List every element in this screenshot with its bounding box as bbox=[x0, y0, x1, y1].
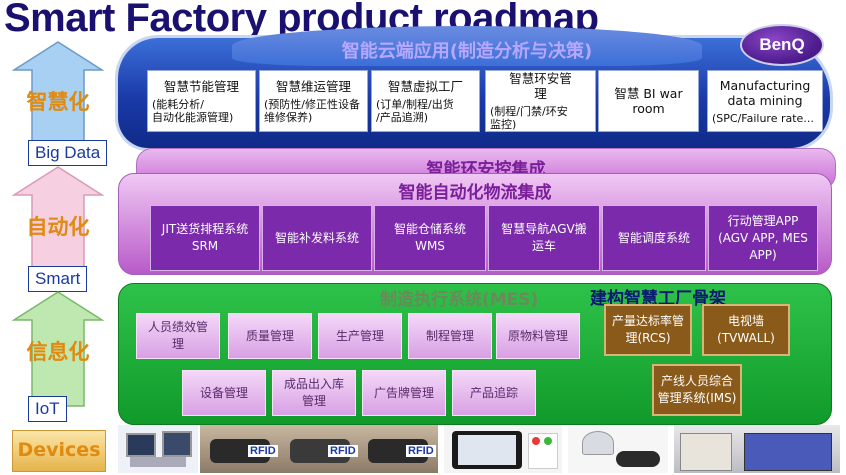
automation-system-box: 行动管理APP (AGV APP, MES APP) bbox=[708, 205, 818, 271]
iot-tag: IoT bbox=[28, 396, 67, 422]
cloud-app-box: Manufacturing data mining (SPC/Failure ra… bbox=[707, 70, 823, 132]
automation-system-box: 智能补发料系统 bbox=[262, 205, 372, 271]
smart-layer-arrow: 智慧化 bbox=[11, 40, 105, 162]
mes-module-box: 成品出入库 管理 bbox=[272, 370, 356, 416]
auto-band-title: 智能自动化物流集成 bbox=[398, 183, 552, 203]
rfid-label: RFID bbox=[406, 445, 436, 457]
cloud-app-title: 智慧虚拟工厂 bbox=[387, 78, 463, 94]
smart-tag: Smart bbox=[28, 266, 88, 292]
cloud-app-detail: (预防性/修正性设备 维修保养) bbox=[264, 97, 360, 124]
mes-module-box: 质量管理 bbox=[228, 313, 312, 359]
bigdata-tag: Big Data bbox=[28, 140, 108, 166]
cloud-app-title: 智慧节能管理 bbox=[163, 78, 239, 94]
cloud-app-box: 智慧 BI war room bbox=[598, 70, 699, 132]
mes-module-box: 广告牌管理 bbox=[362, 370, 446, 416]
automation-system-box: 智能仓储系统 WMS bbox=[374, 205, 486, 271]
auto-layer-arrow: 自动化 bbox=[11, 165, 105, 281]
rfid-label: RFID bbox=[328, 445, 358, 457]
devices-layer-box: Devices bbox=[12, 430, 106, 472]
cloud-app-detail: (制程/门禁/环安 监控) bbox=[490, 105, 568, 131]
cloud-layer-title: 智能云端应用(制造分析与决策) bbox=[341, 41, 593, 62]
mes-module-box: 原物料管理 bbox=[496, 313, 580, 359]
mes-module-box: 人员绩效管 理 bbox=[136, 313, 220, 359]
mes-module-box: 生产管理 bbox=[318, 313, 402, 359]
cloud-app-title: Manufacturing data mining bbox=[719, 77, 811, 108]
smt-machine-image bbox=[674, 425, 840, 473]
cloud-top-bump bbox=[232, 26, 702, 66]
automation-system-box: JIT送货排程系统 SRM bbox=[150, 205, 260, 271]
cloud-app-box: 智慧节能管理 (能耗分析/ 自动化能源管理) bbox=[147, 70, 256, 132]
cloud-app-box: 智慧维运管理 (预防性/修正性设备 维修保养) bbox=[259, 70, 368, 132]
mes-module-box: 产品追踪 bbox=[452, 370, 536, 416]
mes-dashboard-box: 电视墙 (TVWALL) bbox=[702, 304, 790, 356]
cloud-app-title: 智慧 BI war room bbox=[614, 86, 683, 116]
cloud-app-box: 智慧虚拟工厂 (订单/制程/出货 /产品追溯) bbox=[371, 70, 480, 132]
cloud-app-detail: (SPC/Failure rate... bbox=[712, 111, 814, 125]
cloud-app-box: 智慧环安管 理 (制程/门禁/环安 监控) bbox=[485, 70, 596, 132]
automation-system-box: 智慧导航AGV搬 运车 bbox=[488, 205, 600, 271]
automation-system-box: 智能调度系统 bbox=[602, 205, 706, 271]
computer-terminals-image bbox=[118, 425, 198, 473]
benq-logo: BenQ bbox=[740, 24, 824, 66]
cloud-app-title: 智慧环安管 理 bbox=[509, 71, 572, 101]
cloud-app-title: 智慧维运管理 bbox=[275, 78, 351, 94]
mes-dashboard-box: 产线人员综合 管理系统(IMS) bbox=[652, 364, 742, 416]
mes-dashboard-box: 产量达标率管 理(RCS) bbox=[604, 304, 692, 356]
devices-photo-strip: RFID RFID RFID bbox=[118, 425, 840, 475]
security-cameras-image bbox=[568, 425, 668, 473]
info-layer-arrow: 信息化 bbox=[11, 290, 105, 412]
tablet-dashboard-image bbox=[444, 425, 562, 473]
devices-layer-label: Devices bbox=[17, 439, 101, 461]
smart-layer-label: 智慧化 bbox=[26, 90, 90, 114]
info-layer-label: 信息化 bbox=[26, 340, 90, 364]
mes-band-title: 制造执行系统(MES) bbox=[380, 290, 539, 310]
mes-module-box: 设备管理 bbox=[182, 370, 266, 416]
auto-layer-label: 自动化 bbox=[26, 215, 90, 239]
cloud-app-detail: (能耗分析/ 自动化能源管理) bbox=[152, 97, 234, 124]
mes-module-box: 制程管理 bbox=[408, 313, 492, 359]
rfid-label: RFID bbox=[248, 445, 278, 457]
agv-vehicles-image: RFID RFID RFID bbox=[200, 425, 438, 473]
cloud-app-detail: (订单/制程/出货 /产品追溯) bbox=[376, 97, 454, 124]
